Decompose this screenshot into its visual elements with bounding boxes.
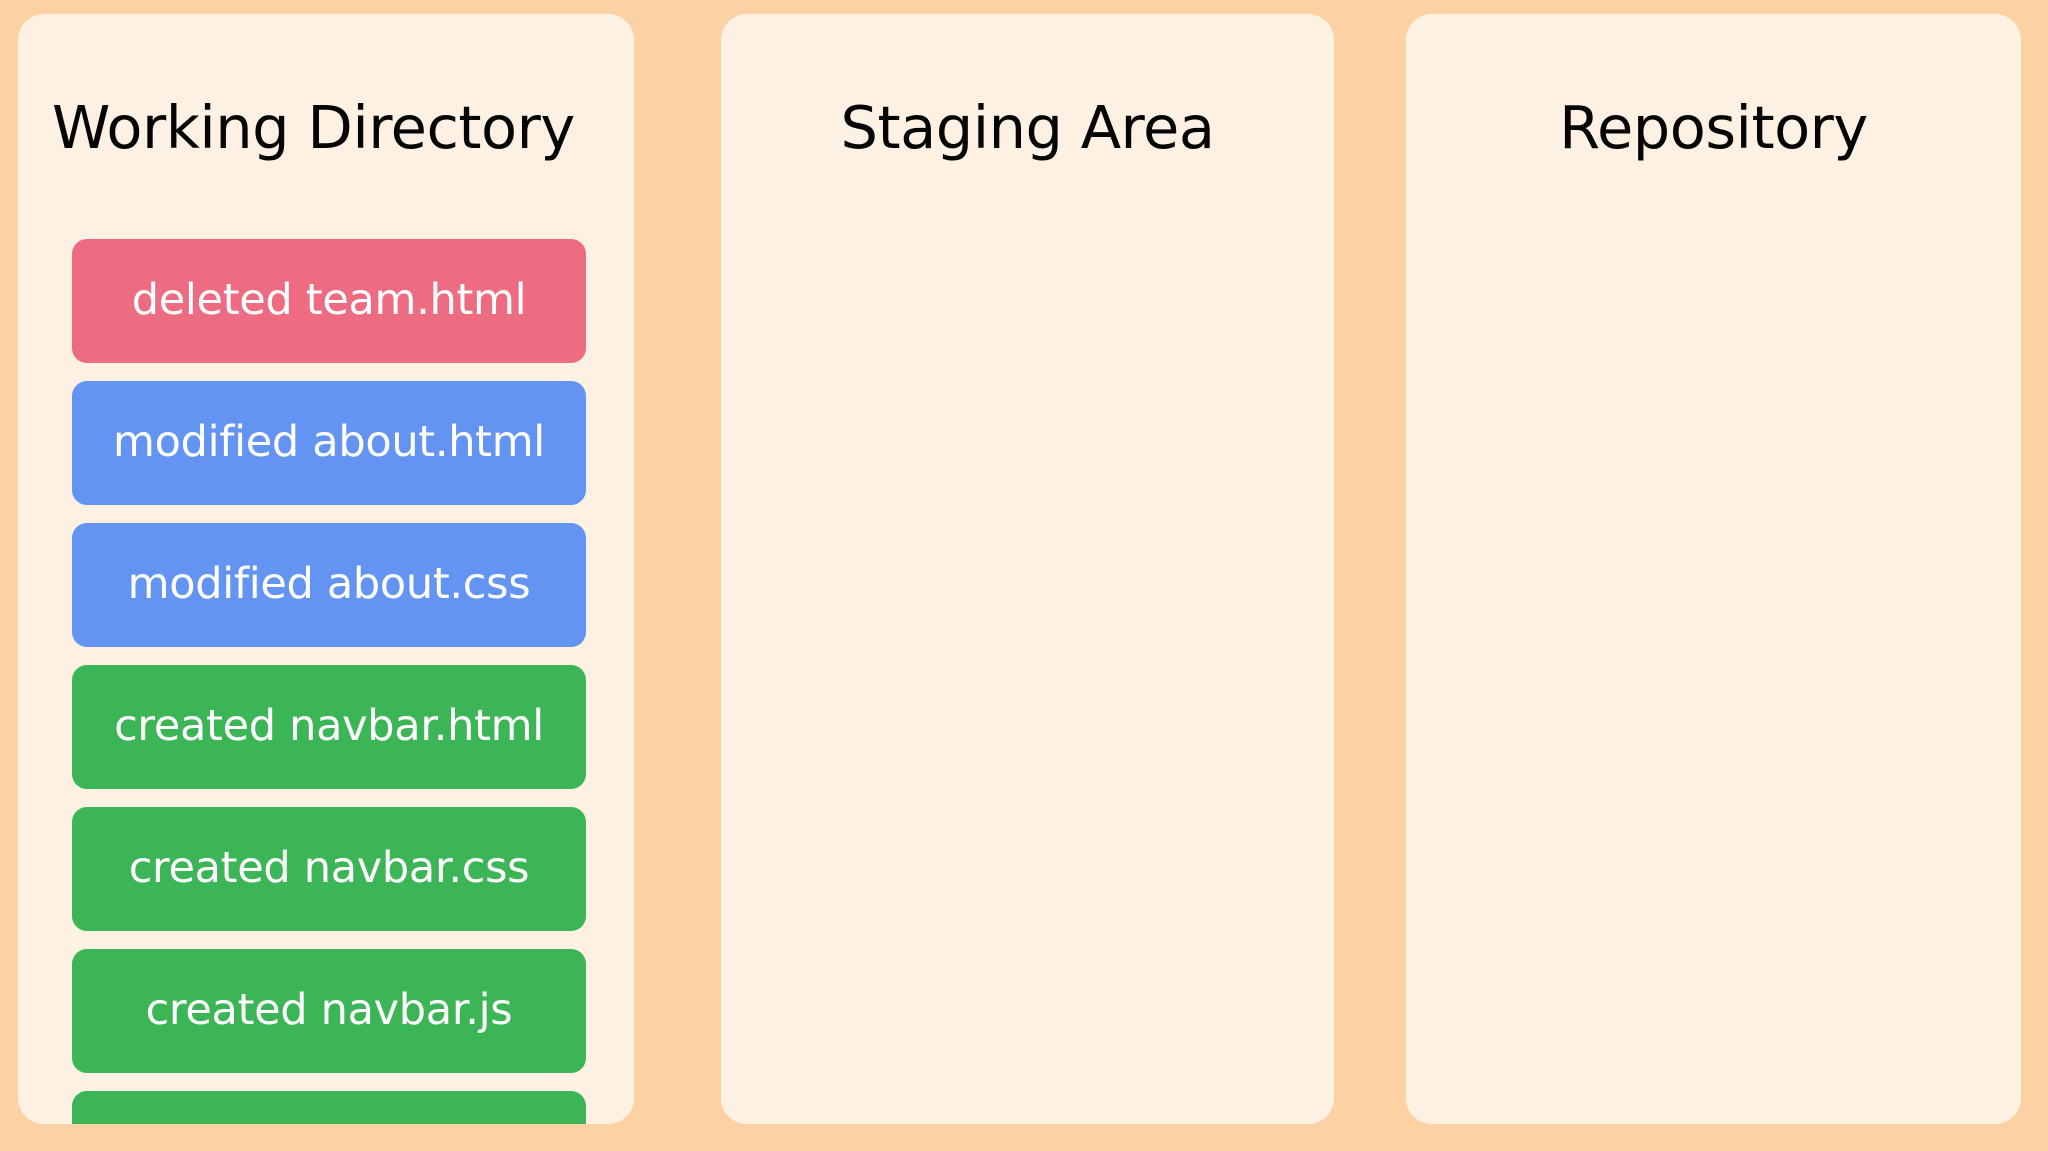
file-card-label: deleted team.html (131, 275, 527, 326)
panel-title-staging-area: Staging Area (840, 92, 1215, 162)
panel-working-directory: Working Directory deleted team.html modif… (18, 14, 634, 1124)
file-card-list-working-directory: deleted team.html modified about.html modi… (18, 208, 634, 1124)
file-card-label: modified about.html (113, 417, 545, 468)
panel-repository: Repository (1406, 14, 2021, 1124)
panel-title-repository: Repository (1559, 92, 1868, 162)
panel-title-working-directory: Working Directory (52, 92, 575, 162)
file-card-created[interactable]: created navbar.html (72, 664, 586, 789)
file-card-created[interactable]: created navbar.js (72, 948, 586, 1073)
file-card-created[interactable]: created navbar.css (72, 806, 586, 931)
file-card-label: created navbar.css (128, 843, 530, 894)
panel-staging-area: Staging Area (721, 14, 1334, 1124)
file-card-created[interactable]: created logo.jpg (72, 1090, 586, 1124)
file-card-modified[interactable]: modified about.css (72, 522, 586, 647)
repository-empty-body (1406, 239, 2021, 1124)
file-card-deleted[interactable]: deleted team.html (72, 238, 586, 363)
file-card-label: modified about.css (127, 559, 531, 610)
file-card-list-staging-area (721, 208, 1334, 239)
staging-area-empty-body (721, 239, 1334, 1124)
file-card-label: created navbar.js (145, 985, 513, 1036)
file-card-label: created navbar.html (114, 701, 544, 752)
file-card-list-repository (1406, 208, 2021, 239)
file-card-modified[interactable]: modified about.html (72, 380, 586, 505)
